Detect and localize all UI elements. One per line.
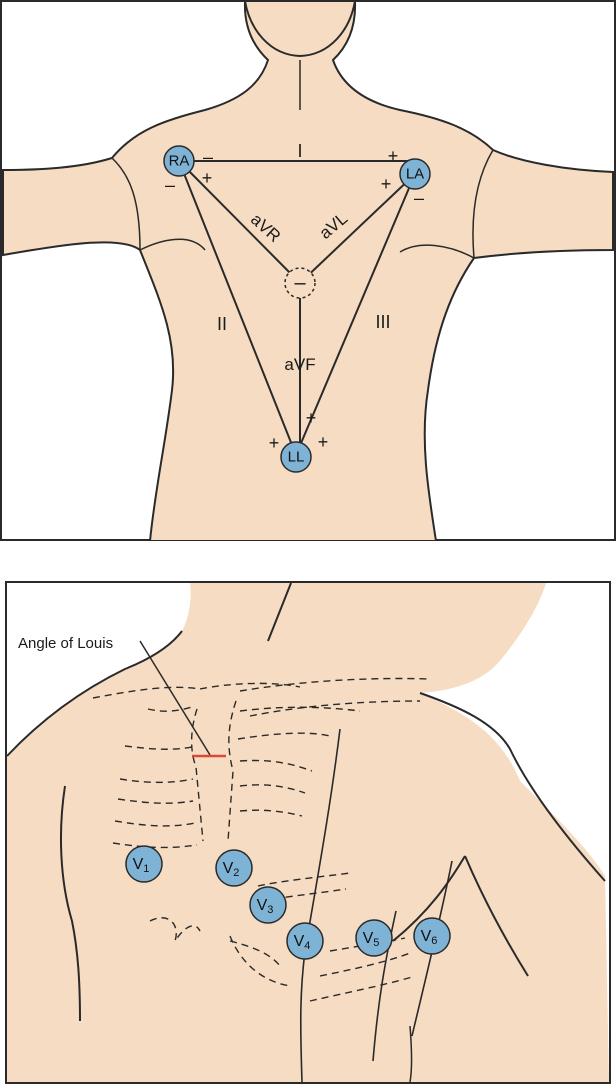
limb-leads-panel: – RA LA LL I II III aVR aVL aVF – + – + … xyxy=(0,0,616,541)
neck-line xyxy=(267,582,292,642)
sternum-outline xyxy=(190,700,237,842)
costal-margin-line xyxy=(229,935,291,987)
lateral-chest-line xyxy=(392,855,466,942)
central-terminal-sign: – xyxy=(294,272,306,294)
xiphoid-line xyxy=(149,917,201,942)
chest-skin-area xyxy=(7,583,609,1082)
clavicle-left-line xyxy=(239,677,431,692)
flank-line xyxy=(409,1025,413,1083)
v2-electrode: V2 xyxy=(215,849,253,887)
right-axilla-line xyxy=(464,855,529,977)
right-pectoral-line xyxy=(399,244,475,259)
ll-electrode xyxy=(280,441,312,473)
v4-electrode: V4 xyxy=(286,922,324,960)
left-pectoral-line xyxy=(139,238,206,251)
svg-text:V5: V5 xyxy=(363,930,380,950)
left-ribs xyxy=(237,706,413,1002)
angle-pointer-line xyxy=(139,640,211,756)
la-electrode xyxy=(399,158,431,190)
limb-leads-diagram: – RA LA LL I II III aVR aVL aVF – + – + … xyxy=(0,0,616,541)
first-rib-line xyxy=(249,700,421,717)
v4-letter: V xyxy=(294,933,305,950)
svg-text:V6: V6 xyxy=(421,928,438,948)
right-ribs xyxy=(112,706,198,849)
lead-ii-plus-sign: + xyxy=(269,433,280,453)
ra-label: RA xyxy=(169,153,190,170)
lead-ii-minus-sign: – xyxy=(165,175,175,195)
precordial-leads-panel: Angle of Louis V1 V2 V3 V4 V5 V6 xyxy=(0,581,616,1084)
left-arm-line xyxy=(60,785,81,1022)
v3-letter: V xyxy=(257,897,268,914)
v5-subscript: 5 xyxy=(373,937,379,949)
right-axilla-line xyxy=(472,149,494,259)
right-shoulder-line xyxy=(419,692,606,882)
avl-plus-sign: + xyxy=(381,174,392,194)
lead-i-label: I xyxy=(297,141,302,161)
precordial-leads-diagram: Angle of Louis V1 V2 V3 V4 V5 V6 xyxy=(5,581,611,1084)
v2-subscript: 2 xyxy=(233,867,239,879)
left-shoulder-line xyxy=(6,630,183,757)
lead-i-plus-sign: + xyxy=(388,146,399,166)
v4-subscript: 4 xyxy=(304,940,310,952)
v1-electrode: V1 xyxy=(125,845,163,883)
svg-text:V4: V4 xyxy=(294,933,311,953)
ra-electrode xyxy=(163,145,195,177)
v5-electrode: V5 xyxy=(355,919,393,957)
lead-iii-line xyxy=(295,173,416,456)
central-terminal xyxy=(284,267,316,299)
angle-of-louis-label: Angle of Louis xyxy=(18,635,113,652)
lead-ii-label: II xyxy=(217,314,227,334)
avr-line xyxy=(178,160,301,284)
lead-i-minus-sign: – xyxy=(203,147,213,167)
avl-line xyxy=(299,173,416,284)
v5-letter: V xyxy=(363,930,374,947)
svg-text:V2: V2 xyxy=(223,860,240,880)
costal-margin-inner-line xyxy=(229,940,281,967)
v3-electrode: V3 xyxy=(249,886,287,924)
la-label: LA xyxy=(406,166,424,183)
v1-subscript: 1 xyxy=(143,863,149,875)
lead-iii-label: III xyxy=(375,312,390,332)
v6-subscript: 6 xyxy=(431,935,437,947)
v2-letter: V xyxy=(223,860,234,877)
avr-plus-sign: + xyxy=(202,168,213,188)
ll-label: LL xyxy=(288,449,305,466)
v6-electrode: V6 xyxy=(413,917,451,955)
chin-line xyxy=(244,0,356,58)
anterior-axillary-line xyxy=(372,910,397,1062)
lead-iii-minus-sign: – xyxy=(414,188,424,208)
lead-iii-plus-sign: + xyxy=(318,432,329,452)
v3-subscript: 3 xyxy=(267,904,273,916)
svg-text:V1: V1 xyxy=(133,856,150,876)
v6-letter: V xyxy=(421,928,432,945)
avf-plus-sign: + xyxy=(306,408,317,428)
v1-letter: V xyxy=(133,856,144,873)
left-axilla-line xyxy=(111,157,141,251)
lead-ii-line xyxy=(178,160,297,456)
svg-text:V3: V3 xyxy=(257,897,274,917)
avf-label: aVF xyxy=(284,355,315,374)
